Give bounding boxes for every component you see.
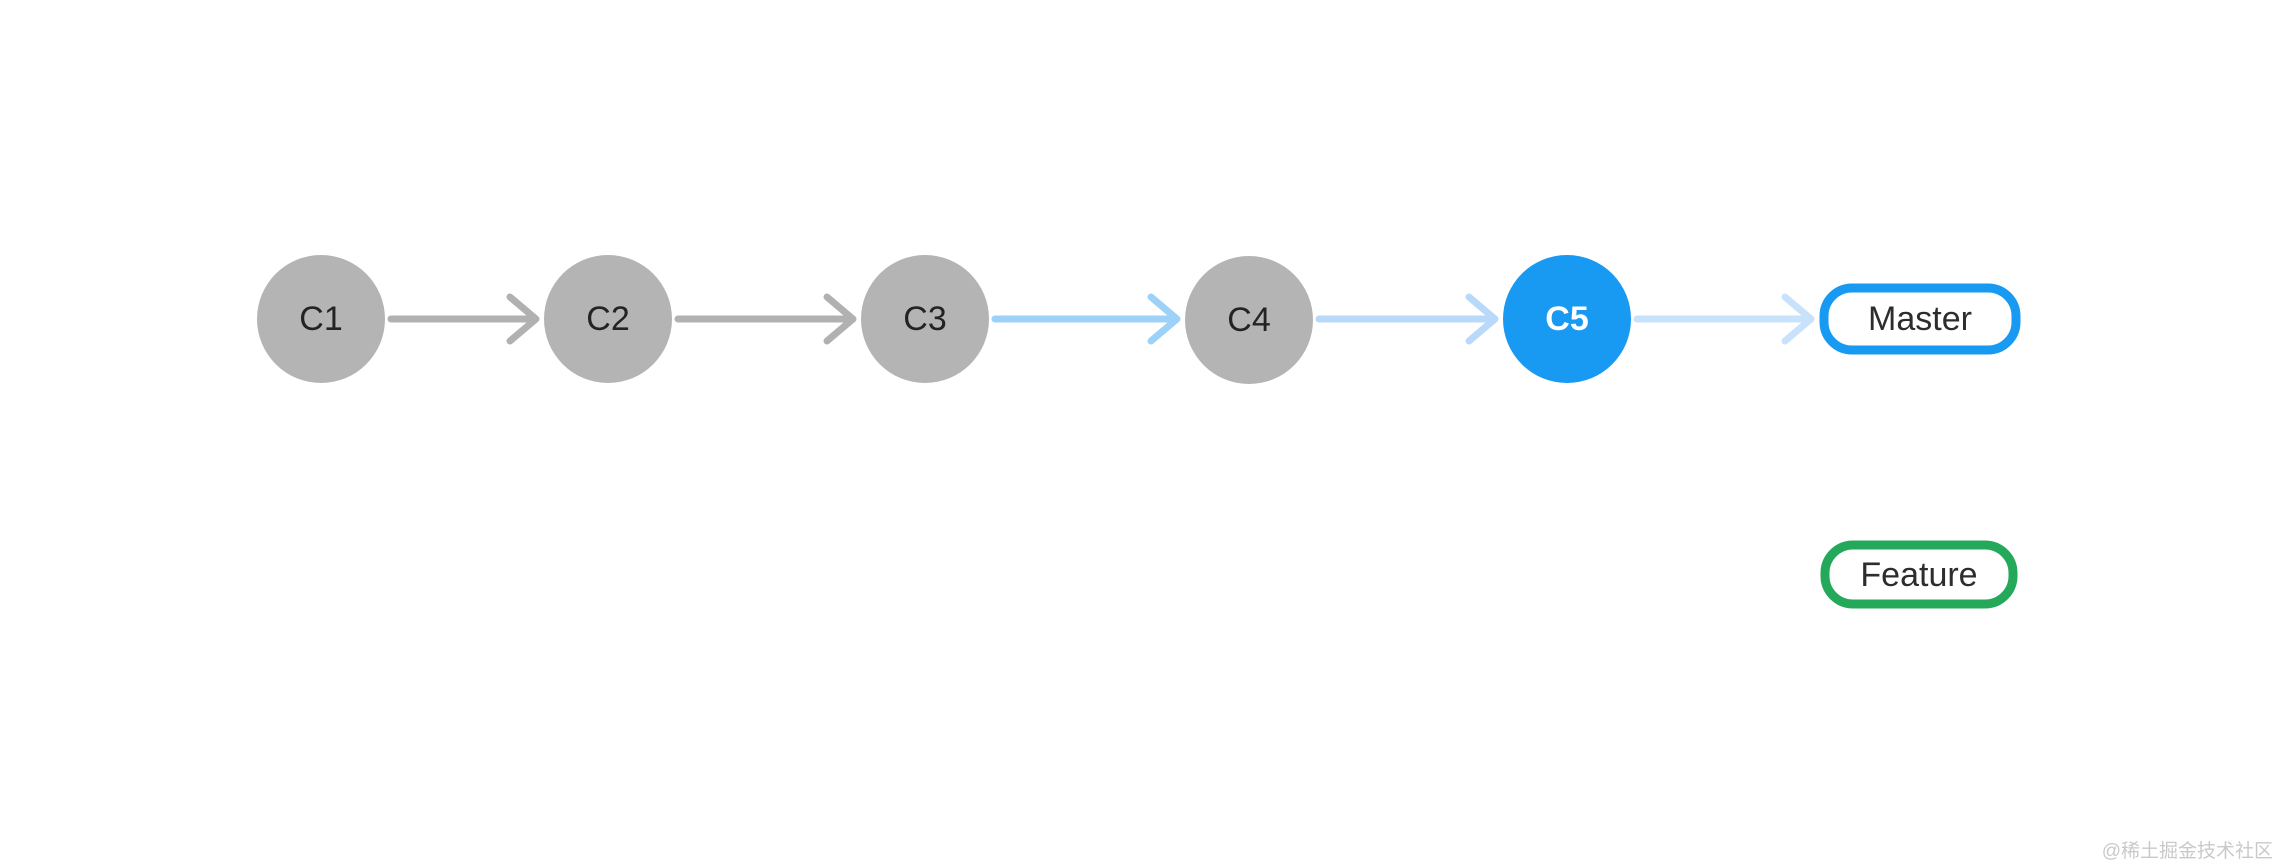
commit-label: C5 <box>1545 300 1588 338</box>
commit-label: C2 <box>586 300 629 338</box>
branch-pill-border <box>1820 540 2018 609</box>
branch-pill-feature: Feature <box>1820 540 2018 609</box>
branch-pill-border <box>1819 283 2021 355</box>
branch-label: Feature <box>1860 556 1977 594</box>
branch-pill-master: Master <box>1819 283 2021 355</box>
commit-circle <box>257 255 385 383</box>
arrowhead-icon <box>1147 293 1181 345</box>
arrowhead-icon <box>506 293 540 345</box>
commit-label: C3 <box>903 300 946 338</box>
watermark-text: @稀土掘金技术社区 <box>2102 840 2273 862</box>
commit-node-c5-head: C5 <box>1503 255 1631 383</box>
commit-label: C1 <box>299 300 342 338</box>
commit-node-c3: C3 <box>861 255 989 383</box>
arrowhead-icon <box>1781 293 1815 345</box>
edge-c5-master <box>1633 293 1815 345</box>
commit-circle <box>861 255 989 383</box>
edge-c1-c2 <box>387 293 540 345</box>
commit-node-c4: C4 <box>1185 256 1313 384</box>
commit-node-c2: C2 <box>544 255 672 383</box>
branch-label: Master <box>1868 300 1972 338</box>
edge-c4-c5 <box>1315 293 1499 345</box>
commit-circle <box>544 255 672 383</box>
edge-c3-c4 <box>991 293 1181 345</box>
arrowhead-icon <box>1465 293 1499 345</box>
edge-c2-c3 <box>674 293 857 345</box>
commit-circle <box>1503 255 1631 383</box>
commit-label: C4 <box>1227 301 1270 339</box>
commit-circle <box>1185 256 1313 384</box>
commit-node-c1: C1 <box>257 255 385 383</box>
arrowhead-icon <box>823 293 857 345</box>
